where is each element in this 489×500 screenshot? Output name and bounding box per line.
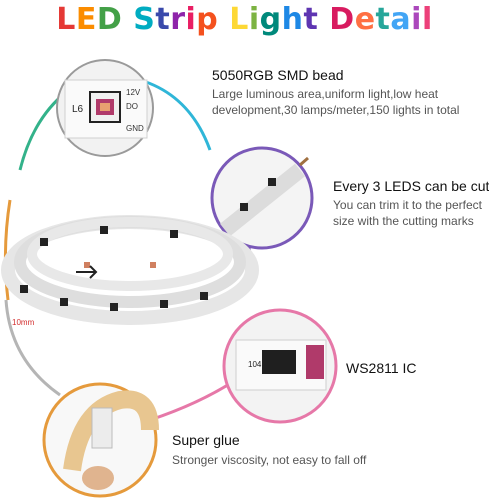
ring-arc-orange [3, 199, 12, 301]
super-glue-callout [42, 382, 159, 498]
title-letter: i [185, 2, 197, 37]
ws2811-callout [222, 308, 338, 424]
feature-heading-cut: Every 3 LEDS can be cut [333, 178, 489, 194]
title-letter: r [170, 2, 186, 37]
title-letter: D [96, 2, 123, 37]
strip-width-label: 10mm [12, 318, 35, 327]
feature-desc-glue: Stronger viscosity, not easy to fall off [172, 453, 367, 467]
pin-label-do: DO [126, 102, 138, 111]
pin-label-12v: 12V [126, 88, 141, 97]
feature-desc-cut: You can trim it to the perfect size with… [333, 198, 482, 228]
title-letter: e [354, 2, 376, 37]
page-title: LED Strip Light Detail [0, 2, 489, 37]
title-letter: g [259, 2, 282, 37]
smd-bead-callout [56, 59, 154, 157]
title-letter: l [421, 2, 433, 37]
board-label-104: 104 [248, 360, 262, 369]
title-letter: i [411, 2, 422, 37]
cut-marks-callout [210, 146, 314, 250]
feature-heading-ic: WS2811 IC [346, 360, 417, 376]
title-letter: t [155, 2, 171, 37]
title-letter: L [56, 2, 76, 37]
title-letter: t [375, 2, 391, 37]
led-strip-reel [1, 215, 259, 325]
ic-chip-icon [262, 350, 296, 374]
pin-label-gnd: GND [126, 124, 144, 133]
title-letter: i [248, 2, 260, 37]
ring-arc-cyan [139, 78, 212, 151]
feature-desc-smd: Large luminous area,uniform light,low he… [212, 87, 460, 117]
title-letter: E [75, 2, 97, 37]
feature-heading-glue: Super glue [172, 432, 240, 448]
title-letter: D [329, 2, 355, 37]
title-letter: a [390, 2, 412, 37]
title-letter: S [133, 2, 156, 37]
title-letter: t [303, 2, 319, 37]
ring-arc-gray-left [4, 299, 61, 397]
direction-arrow-icon [76, 265, 98, 279]
feature-heading-smd: 5050RGB SMD bead [212, 67, 344, 83]
board-label-l6: L6 [72, 104, 84, 115]
title-letter: p [196, 2, 219, 37]
title-letter: h [281, 2, 304, 37]
title-letter: L [229, 2, 249, 37]
